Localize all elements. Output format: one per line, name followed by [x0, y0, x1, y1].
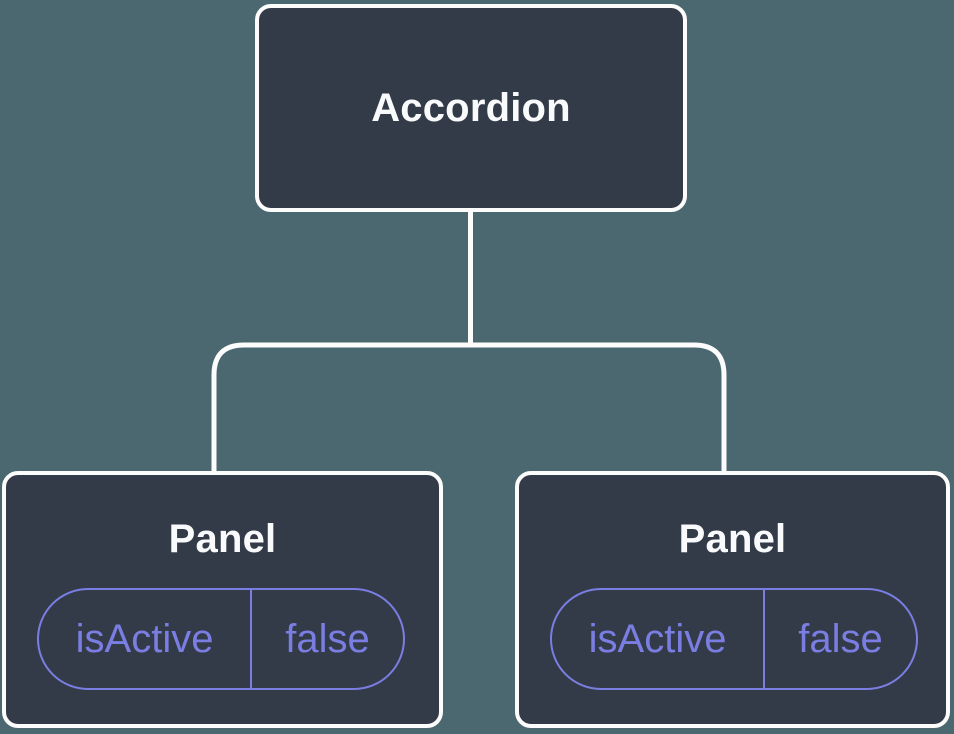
- state-pill: isActive false: [550, 588, 918, 690]
- node-panel-left: Panel isActive false: [2, 471, 443, 728]
- state-pill: isActive false: [37, 588, 405, 690]
- node-panel-left-label: Panel: [168, 517, 277, 561]
- state-name: isActive: [39, 590, 253, 688]
- node-panel-right: Panel isActive false: [515, 471, 950, 728]
- state-value: false: [285, 616, 370, 661]
- node-accordion: Accordion: [255, 4, 687, 212]
- node-panel-right-label: Panel: [678, 517, 787, 561]
- state-name: isActive: [552, 590, 766, 688]
- node-accordion-label: Accordion: [371, 85, 571, 130]
- state-value: false: [798, 616, 883, 661]
- connector-branch: [211, 342, 727, 477]
